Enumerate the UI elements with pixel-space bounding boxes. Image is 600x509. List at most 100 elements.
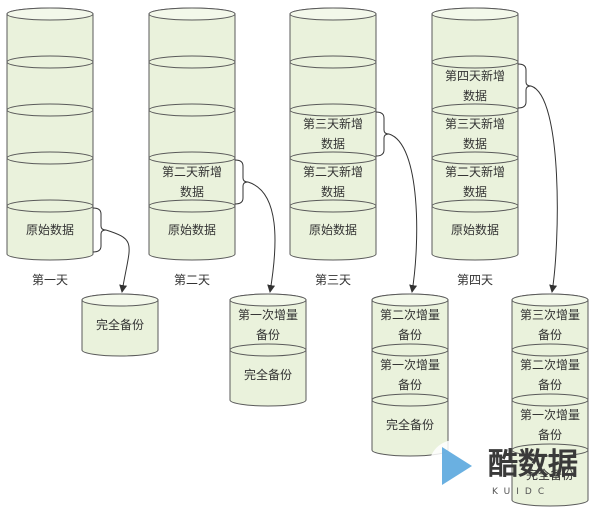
day2-segment-1 [148, 7, 236, 69]
cylinder-rim [6, 109, 94, 117]
cylinder-rim [148, 109, 236, 117]
segment-label: 备份 [538, 428, 562, 442]
watermark-logo: 酷数据 KUIDC [429, 440, 578, 497]
backup1-segment-1: 完全备份 [81, 293, 159, 357]
cylinder-body [289, 199, 377, 261]
segment-label: 第三天新增 [445, 116, 505, 131]
day2-segment-5: 原始数据 [148, 199, 236, 261]
segment-label: 第三天新增 [303, 116, 363, 131]
segment-label: 备份 [256, 328, 280, 342]
segment-label: 第一次增量 [520, 408, 580, 422]
day-label-3: 第三天 [315, 273, 351, 287]
segment-label: 第三次增量 [520, 308, 580, 322]
segment-label: 数据 [463, 184, 487, 199]
segment-label: 第二天新增 [303, 164, 363, 179]
segment-label: 第二天新增 [445, 164, 505, 179]
day3-segment-5: 原始数据 [289, 199, 377, 261]
segment-label: 数据 [463, 88, 487, 103]
cylinder-top [431, 7, 519, 21]
segment-label: 原始数据 [168, 222, 216, 237]
segment-label: 数据 [321, 184, 345, 199]
cylinder-body [148, 199, 236, 261]
backup3-segment-3: 完全备份 [371, 393, 449, 457]
day1-segment-5: 原始数据 [6, 199, 94, 261]
cylinder-top [6, 7, 94, 21]
cylinder-rim [229, 349, 307, 357]
cylinder-top [81, 293, 159, 307]
cylinder-rim [148, 61, 236, 69]
cylinder-top [289, 7, 377, 21]
day4-segment-5: 原始数据 [431, 199, 519, 261]
segment-label: 数据 [321, 136, 345, 151]
segment-label: 备份 [538, 378, 562, 392]
cylinder-rim [6, 61, 94, 69]
cylinder-top [148, 7, 236, 21]
segment-label: 第一次增量 [238, 308, 298, 322]
cylinder-top [371, 293, 449, 307]
day4-segment-1 [431, 7, 519, 69]
segment-label: 第二次增量 [380, 308, 440, 322]
cylinder-rim [6, 157, 94, 165]
day-label-4: 第四天 [457, 273, 493, 287]
cylinder-rim [371, 349, 449, 357]
watermark-brand: 酷数据 [488, 447, 578, 482]
segment-label: 原始数据 [309, 222, 357, 237]
backup4-segment-4: 完全备份 [511, 443, 589, 507]
segment-label: 完全备份 [96, 317, 144, 332]
segment-label: 数据 [180, 184, 204, 199]
cylinder-rim [371, 399, 449, 407]
links-layer [92, 63, 558, 293]
segment-label: 备份 [398, 328, 422, 342]
cylinder-rim [289, 61, 377, 69]
day2-backup-arrow [247, 181, 276, 293]
day1-brace [92, 207, 107, 253]
cylinder-rim [6, 205, 94, 213]
cylinder-top [511, 293, 589, 307]
day2-brace [234, 159, 249, 205]
cylinder-rim [431, 109, 519, 117]
cylinder-rim [289, 205, 377, 213]
day-label-1: 第一天 [32, 273, 68, 287]
segment-label: 第二天新增 [162, 164, 222, 179]
cylinder-rim [511, 449, 589, 457]
watermark-play-icon [442, 447, 472, 485]
day1-segment-1 [6, 7, 94, 69]
segment-label: 第二次增量 [520, 358, 580, 372]
segment-label: 备份 [538, 328, 562, 342]
cylinder-rim [431, 205, 519, 213]
cylinder-rim [431, 61, 519, 69]
cylinder-body [431, 199, 519, 261]
segment-label: 第四天新增 [445, 68, 505, 83]
cylinder-body [6, 199, 94, 261]
segment-label: 数据 [463, 136, 487, 151]
day3-segment-1 [289, 7, 377, 69]
day3-brace [375, 111, 390, 157]
cylinder-body [229, 343, 307, 407]
segment-label: 原始数据 [26, 222, 74, 237]
segment-label: 完全备份 [526, 467, 574, 482]
cylinder-rim [289, 157, 377, 165]
segment-label: 完全备份 [244, 367, 292, 382]
segment-label: 第一次增量 [380, 358, 440, 372]
day1-backup-arrow [105, 229, 130, 293]
segment-label: 原始数据 [451, 222, 499, 237]
cylinder-rim [511, 349, 589, 357]
segment-label: 完全备份 [386, 417, 434, 432]
cylinder-rim [431, 157, 519, 165]
cylinder-rim [511, 399, 589, 407]
